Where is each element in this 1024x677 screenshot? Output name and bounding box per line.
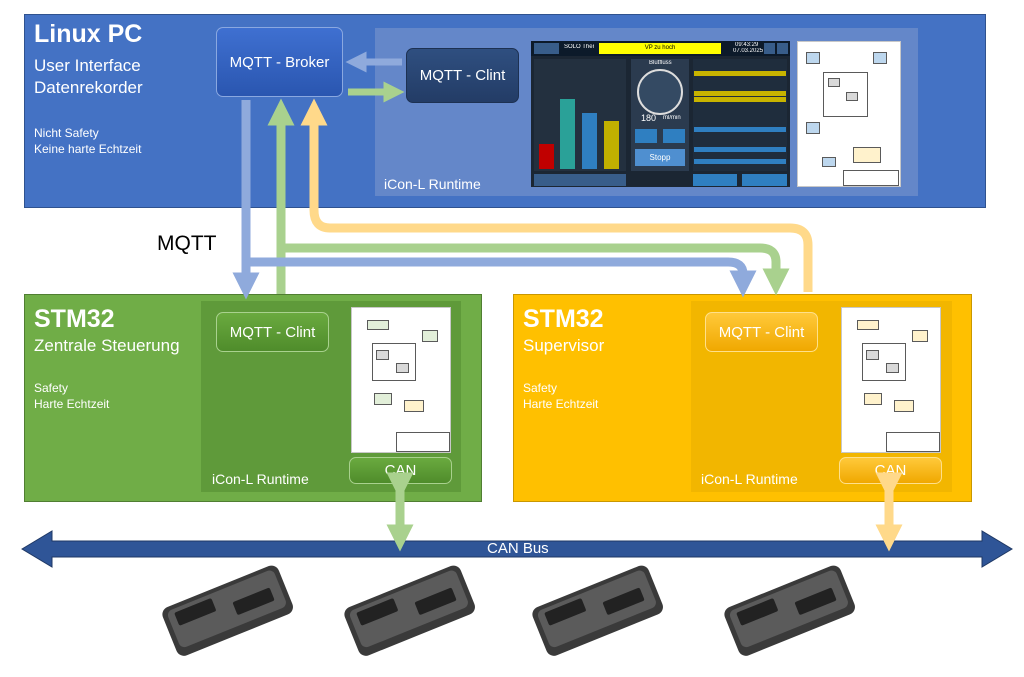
doc-block bbox=[873, 52, 887, 64]
hmi-menu-button bbox=[777, 43, 788, 54]
stm-supervisor-note1: Safety bbox=[523, 381, 558, 395]
doc-block bbox=[396, 363, 409, 373]
doc-block bbox=[912, 330, 928, 342]
hmi-gauge-title: Blutfluss bbox=[649, 60, 672, 66]
hmi-plus-button bbox=[663, 129, 685, 143]
stm-supervisor-mqtt-client-box: MQTT - Clint bbox=[705, 312, 818, 352]
doc-block bbox=[862, 343, 906, 381]
hmi-list-button-1 bbox=[693, 174, 737, 186]
can-module-icon bbox=[724, 565, 855, 656]
hmi-bar-3 bbox=[582, 113, 597, 169]
hmi-bar-4 bbox=[604, 121, 619, 169]
stm-supervisor-title: STM32 bbox=[523, 305, 604, 333]
linux-pc-line2: Datenrekorder bbox=[34, 78, 143, 97]
stm-central-title: STM32 bbox=[34, 305, 115, 333]
doc-block bbox=[367, 320, 389, 330]
doc-block bbox=[846, 92, 858, 101]
hmi-help-button bbox=[764, 43, 775, 54]
hmi-event-row-5 bbox=[694, 147, 786, 152]
hmi-clock-date: 07.03.2025 bbox=[733, 48, 763, 54]
stm-supervisor-runtime-label: iCon-L Runtime bbox=[701, 471, 798, 487]
hmi-gauge-value: 180 bbox=[641, 113, 657, 123]
doc-block bbox=[866, 350, 879, 360]
linux-pc-note2: Keine harte Echtzeit bbox=[34, 142, 142, 156]
doc-title-block bbox=[396, 432, 450, 452]
hmi-header-title: SOLO Therapie bbox=[564, 44, 594, 50]
stm-central-mqtt-client-box: MQTT - Clint bbox=[216, 312, 329, 352]
hmi-stop-button: Stopp bbox=[635, 149, 685, 166]
stm-supervisor-diagram-document bbox=[841, 307, 941, 453]
arrow-broker-to-supervisor bbox=[246, 257, 757, 298]
can-module-icon bbox=[532, 565, 663, 656]
linux-pc-line1: User Interface bbox=[34, 56, 141, 75]
stm-supervisor-mqtt-client-label: MQTT - Clint bbox=[718, 323, 805, 341]
mqtt-broker-box: MQTT - Broker bbox=[216, 27, 343, 97]
doc-block bbox=[404, 400, 424, 412]
stm-central-note1: Safety bbox=[34, 381, 69, 395]
mqtt-label: MQTT bbox=[157, 232, 217, 255]
hmi-gauge-unit: ml/min bbox=[663, 115, 681, 121]
doc-block bbox=[828, 78, 840, 87]
doc-block bbox=[886, 363, 899, 373]
doc-block bbox=[372, 343, 416, 381]
doc-block bbox=[422, 330, 438, 342]
hmi-home-button bbox=[534, 43, 559, 54]
hmi-event-row-6 bbox=[694, 159, 786, 164]
doc-block bbox=[806, 122, 820, 134]
hmi-event-row-3 bbox=[694, 97, 786, 102]
hmi-alarm-banner: VP zu hoch bbox=[599, 43, 721, 54]
hmi-alarm-text: VP zu hoch bbox=[644, 45, 676, 51]
doc-block bbox=[853, 147, 881, 163]
hmi-bar-2 bbox=[560, 99, 575, 169]
stm-supervisor-line1: Supervisor bbox=[523, 336, 605, 355]
can-module-icon bbox=[162, 565, 293, 656]
stm-central-line1: Zentrale Steuerung bbox=[34, 336, 180, 355]
hmi-bar-1 bbox=[539, 144, 554, 169]
hmi-clock-time: 09:43:29 bbox=[735, 42, 759, 48]
hmi-event-row-4 bbox=[694, 127, 786, 132]
hmi-stop-label: Stopp bbox=[649, 153, 671, 162]
doc-block bbox=[823, 72, 868, 117]
stm-central-can-box: CAN bbox=[349, 457, 452, 484]
doc-title-block bbox=[886, 432, 940, 452]
doc-block bbox=[374, 393, 392, 405]
hmi-minus-button bbox=[635, 129, 657, 143]
doc-block bbox=[864, 393, 882, 405]
stm-central-note2: Harte Echtzeit bbox=[34, 397, 110, 411]
hmi-event-row-2 bbox=[694, 91, 786, 96]
hmi-bottom-buttons bbox=[534, 174, 626, 186]
linux-pc-note1: Nicht Safety bbox=[34, 126, 99, 140]
doc-block bbox=[376, 350, 389, 360]
stm-central-diagram-document bbox=[351, 307, 451, 453]
hmi-list-button-2 bbox=[742, 174, 787, 186]
doc-block bbox=[822, 157, 836, 167]
linux-pc-title: Linux PC bbox=[34, 20, 143, 48]
hmi-gauge-dial bbox=[637, 69, 683, 115]
stm-central-can-label: CAN bbox=[384, 462, 417, 479]
linux-mqtt-client-label: MQTT - Clint bbox=[419, 67, 506, 84]
arrow-green-to-supervisor bbox=[281, 243, 790, 296]
linux-mqtt-client-box: MQTT - Clint bbox=[406, 48, 519, 103]
mqtt-broker-label: MQTT - Broker bbox=[229, 53, 330, 71]
stm-supervisor-can-box: CAN bbox=[839, 457, 942, 484]
hmi-screenshot: SOLO Therapie VP zu hoch 09:43:29 07.03.… bbox=[531, 41, 790, 187]
can-module-icon bbox=[344, 565, 475, 656]
doc-title-block bbox=[843, 170, 899, 186]
linux-diagram-document bbox=[797, 41, 901, 187]
linux-runtime-label: iCon-L Runtime bbox=[384, 176, 481, 192]
stm-central-mqtt-client-label: MQTT - Clint bbox=[229, 323, 316, 341]
doc-block bbox=[894, 400, 914, 412]
doc-block bbox=[806, 52, 820, 64]
stm-central-runtime-label: iCon-L Runtime bbox=[212, 471, 309, 487]
can-bus-label: CAN Bus bbox=[487, 540, 549, 557]
stm-supervisor-can-label: CAN bbox=[874, 462, 907, 479]
hmi-event-row-1 bbox=[694, 71, 786, 76]
stm-supervisor-note2: Harte Echtzeit bbox=[523, 397, 599, 411]
doc-block bbox=[857, 320, 879, 330]
